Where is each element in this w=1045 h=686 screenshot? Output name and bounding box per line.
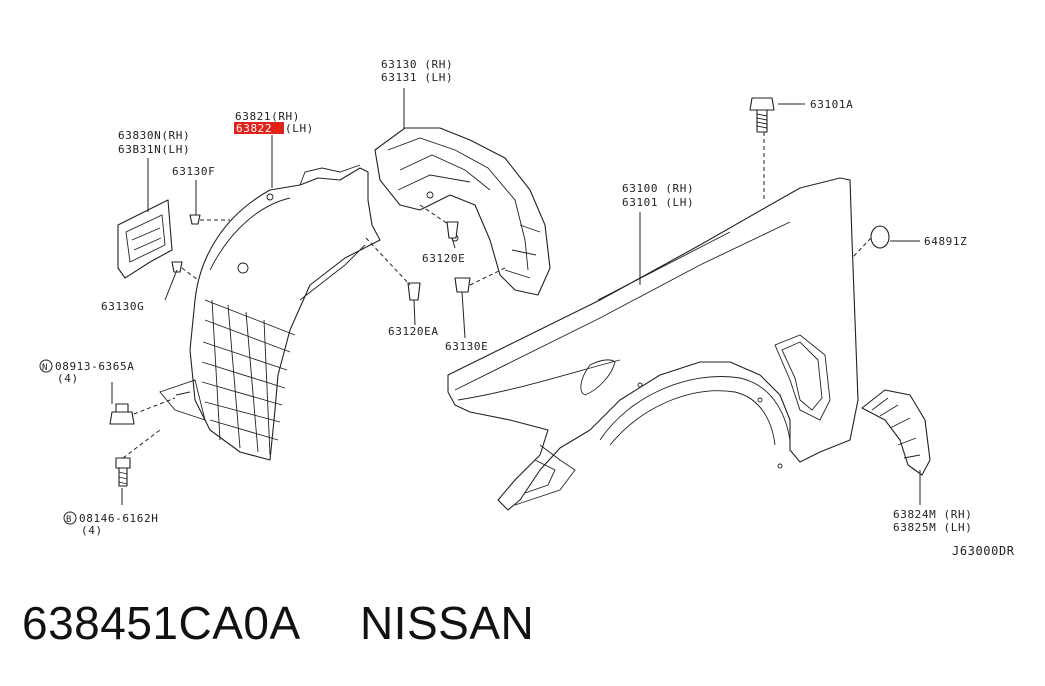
label-08913-qty: (4) bbox=[57, 372, 79, 385]
dashed-lines bbox=[122, 132, 872, 459]
plug-64891z bbox=[870, 225, 890, 249]
label-64891z: 64891Z bbox=[924, 235, 967, 248]
label-63822-highlighted: 63822 bbox=[236, 122, 272, 135]
label-63825m-lh: 63825M (LH) bbox=[893, 521, 972, 534]
label-63822-suffix: (LH) bbox=[285, 122, 314, 135]
circle-n-symbol bbox=[39, 359, 53, 373]
front-fender bbox=[447, 177, 859, 511]
wheel-house-liner-front bbox=[159, 164, 381, 461]
label-63120ea: 63120EA bbox=[388, 325, 439, 338]
bolt-08146 bbox=[115, 457, 131, 487]
label-08913-6365a: 08913-6365A bbox=[55, 360, 134, 373]
brand-name: NISSAN bbox=[359, 597, 535, 649]
leader-lines bbox=[111, 88, 921, 505]
circle-b-symbol bbox=[63, 511, 77, 525]
clip-63130g bbox=[171, 261, 183, 273]
label-63130e: 63130E bbox=[445, 340, 488, 353]
label-63101a: 63101A bbox=[810, 98, 853, 111]
diagram-code: J63000DR bbox=[952, 544, 1015, 558]
label-63824m-rh: 63824M (RH) bbox=[893, 508, 972, 521]
label-08146-6162h: 08146-6162H bbox=[79, 512, 158, 525]
clip-63120ea bbox=[407, 282, 421, 301]
nut-08913 bbox=[109, 403, 135, 425]
label-63130g: 63130G bbox=[101, 300, 144, 313]
label-63130-rh: 63130 (RH) bbox=[381, 58, 453, 71]
clip-63130f bbox=[189, 214, 201, 225]
label-63100-rh: 63100 (RH) bbox=[622, 182, 694, 195]
label-63120e: 63120E bbox=[422, 252, 465, 265]
clip-63130e bbox=[454, 277, 471, 293]
fender-trim-63824m bbox=[861, 389, 931, 476]
fender-protector-63130 bbox=[374, 127, 551, 296]
part-number-footer: 638451CA0A NISSAN bbox=[22, 596, 534, 650]
clip-63120e bbox=[446, 221, 459, 239]
splash-shield-63830n bbox=[117, 199, 173, 279]
bolt-63101a bbox=[749, 97, 775, 133]
label-63130f: 63130F bbox=[172, 165, 215, 178]
part-number: 638451CA0A bbox=[22, 597, 301, 649]
label-63831n-lh: 63B31N(LH) bbox=[118, 143, 190, 156]
label-n-prefix: N bbox=[42, 363, 48, 373]
highlight-box-63822 bbox=[234, 122, 284, 134]
label-63101-lh: 63101 (LH) bbox=[622, 196, 694, 209]
label-63830n-rh: 63830N(RH) bbox=[118, 129, 190, 142]
label-63821-rh: 63821(RH) bbox=[235, 110, 300, 123]
label-08146-qty: (4) bbox=[81, 524, 103, 537]
label-63131-lh: 63131 (LH) bbox=[381, 71, 453, 84]
label-b-prefix: B bbox=[66, 515, 72, 525]
